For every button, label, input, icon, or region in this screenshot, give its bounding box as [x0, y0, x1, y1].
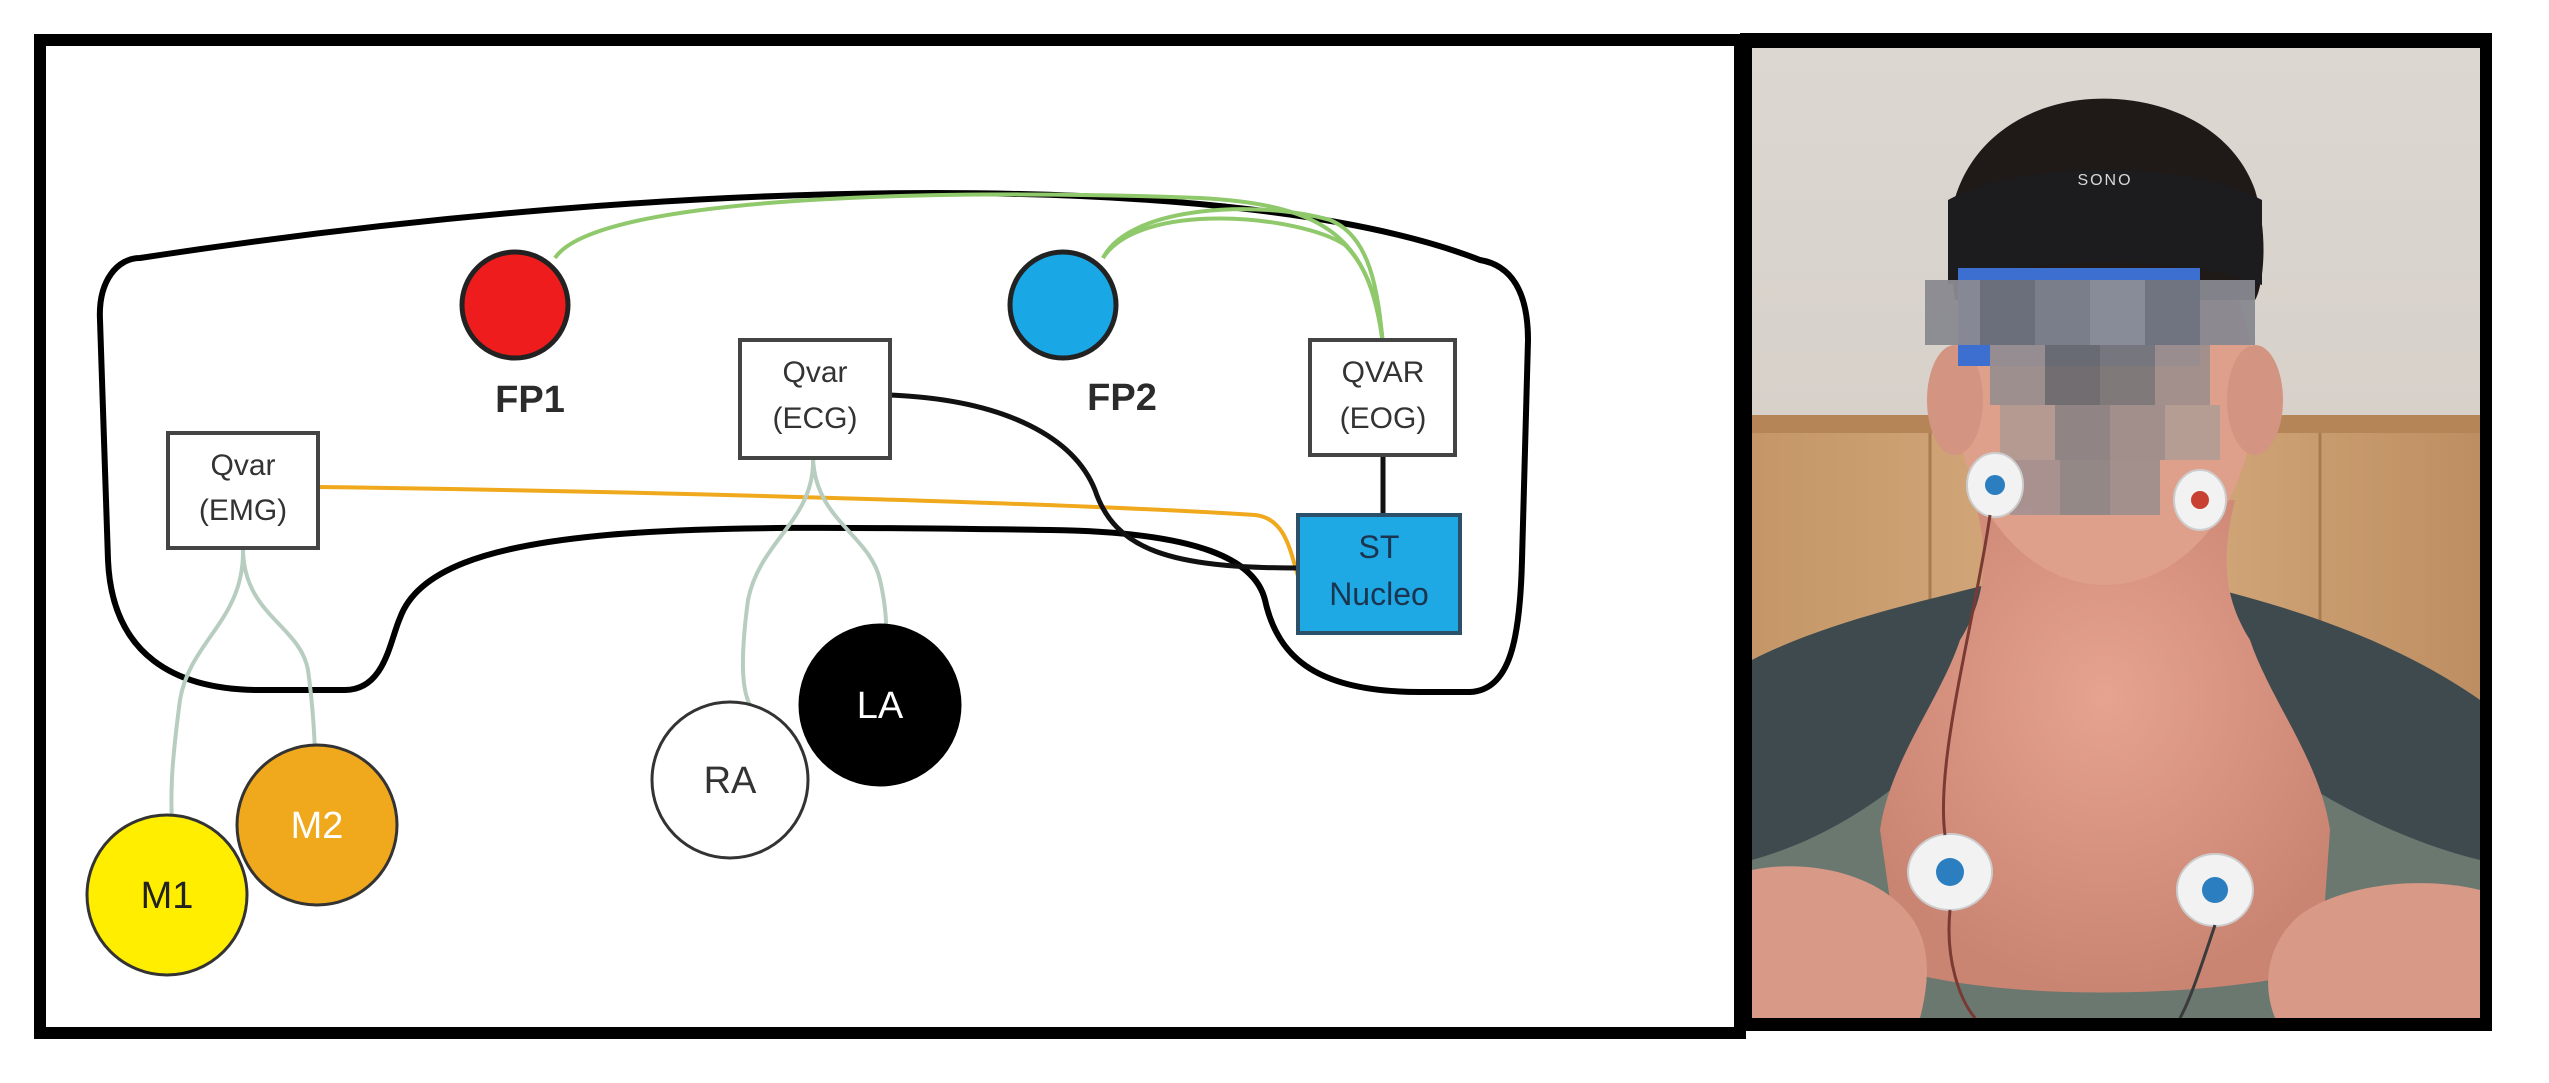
la-label: LA: [857, 685, 904, 727]
sensor-pad-chest-right: [2176, 853, 2254, 927]
headband-brand: SONO: [2077, 172, 2132, 189]
electrode-la: LA: [798, 623, 962, 787]
wire-fp2-to-eog-b: [1101, 216, 1385, 346]
qvar-ecg-line2: (ECG): [773, 402, 858, 435]
sensor-pad-chest-left: [1907, 833, 1993, 911]
qvar-emg-line2: (EMG): [199, 494, 287, 527]
m2-label: M2: [291, 805, 344, 847]
fp2-label: FP2: [1087, 377, 1157, 419]
st-nucleo-module: ST Nucleo: [1296, 513, 1462, 635]
electrode-fp1: FP1: [459, 249, 571, 421]
headband-outline: [96, 190, 1532, 695]
ra-label: RA: [704, 760, 757, 802]
sensor-pad-jaw-left: [1966, 452, 2024, 518]
headband: [1948, 170, 2262, 285]
lead-emg-m1: [169, 547, 246, 863]
qvar-ecg-line1: Qvar: [782, 356, 847, 389]
fp1-label: FP1: [495, 379, 565, 421]
left-hand: [1752, 866, 1927, 1018]
qvar-eog-line2: (EOG): [1340, 402, 1427, 435]
wire-ecg-to-nucleo: [889, 392, 1299, 571]
sensor-pad-jaw-right: [2173, 469, 2227, 531]
wire-emg-to-nucleo: [317, 485, 1300, 577]
electrode-fp2: FP2: [1007, 249, 1157, 419]
qvar-eog-line1: QVAR: [1342, 356, 1425, 389]
m1-label: M1: [141, 875, 194, 917]
lead-ecg-la: [811, 457, 889, 628]
qvar-ecg-module: Qvar (ECG): [738, 338, 892, 460]
right-hand: [2268, 883, 2480, 1018]
face-pixelation: [1925, 280, 2255, 515]
qvar-emg-line1: Qvar: [210, 449, 275, 482]
wire-fp2-to-eog-a: [1101, 207, 1385, 346]
st-nucleo-line1: ST: [1359, 529, 1400, 565]
electrode-m2: M2: [235, 743, 399, 907]
electrode-ra: RA: [650, 700, 810, 860]
qvar-emg-module: Qvar (EMG): [166, 431, 320, 550]
lead-ecg-ra: [740, 457, 816, 706]
photo-panel: SONO: [1740, 33, 2492, 1031]
electrode-m1: M1: [85, 813, 249, 977]
diagram-panel: Qvar (EMG) Qvar (ECG) QVAR (EOG) ST Nucl…: [34, 34, 1746, 1039]
qvar-eog-module: QVAR (EOG): [1308, 338, 1457, 457]
st-nucleo-box: [1296, 513, 1462, 635]
st-nucleo-line2: Nucleo: [1329, 576, 1429, 612]
